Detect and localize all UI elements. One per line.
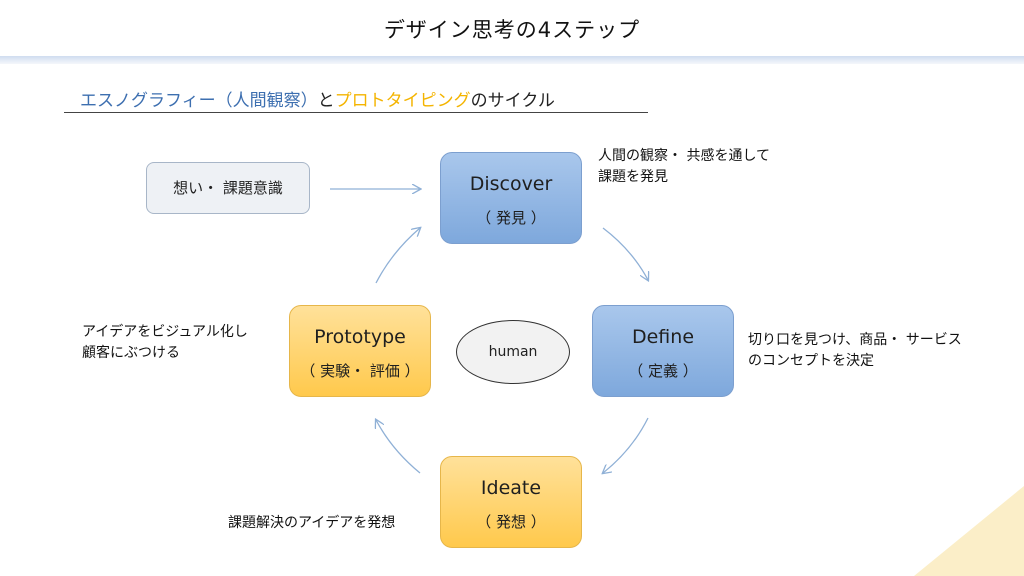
- define-note: 切り口を見つけ、商品・ サービス のコンセプトを決定: [748, 330, 962, 372]
- arrow-prototype-to-discover: [375, 228, 420, 284]
- subtitle-and: と: [317, 91, 335, 111]
- arrow-ideate-to-prototype: [376, 420, 421, 474]
- discover-label-jp: （ 発見 ）: [476, 209, 546, 227]
- discover-note: 人間の観察・ 共感を通して 課題を発見: [598, 146, 770, 188]
- subtitle-underline: [64, 112, 648, 113]
- discover-note-line-2: 課題を発見: [598, 169, 668, 185]
- prototype-step: Prototype （ 実験・ 評価 ）: [289, 305, 431, 397]
- define-step: Define （ 定義 ）: [592, 305, 734, 397]
- arrow-discover-to-define: [602, 227, 648, 280]
- prototype-label: Prototype: [314, 326, 406, 348]
- prototype-note-line-1: アイデアをビジュアル化し: [82, 324, 248, 340]
- ideate-note-line-1: 課題解決のアイデアを発想: [228, 515, 396, 531]
- ideate-step: Ideate （ 発想 ）: [440, 456, 582, 548]
- human-center: human: [456, 320, 570, 384]
- motivation-box: 想い・ 課題意識: [146, 162, 310, 214]
- title-divider: [0, 56, 1024, 64]
- prototype-note: アイデアをビジュアル化し 顧客にぶつける: [82, 322, 248, 364]
- ideate-label: Ideate: [480, 477, 542, 499]
- corner-decoration: [914, 486, 1024, 576]
- discover-note-line-1: 人間の観察・ 共感を通して: [598, 148, 771, 164]
- discover-label: Discover: [469, 173, 553, 195]
- arrow-define-to-ideate: [603, 417, 649, 473]
- ideate-note: 課題解決のアイデアを発想: [228, 513, 395, 534]
- ideate-label-jp: （ 発想 ）: [476, 513, 546, 531]
- subtitle-ethnography: エスノグラフィー（人間観察）: [80, 91, 318, 111]
- define-label-jp: （ 定義 ）: [628, 362, 698, 380]
- discover-step: Discover （ 発見 ）: [440, 152, 582, 244]
- prototype-label-jp: （ 実験・ 評価 ）: [300, 362, 420, 380]
- define-label: Define: [631, 326, 695, 348]
- define-note-line-1: 切り口を見つけ、商品・ サービス: [748, 332, 962, 348]
- subtitle: エスノグラフィー（人間観察）とプロトタイピングのサイクル: [80, 86, 555, 111]
- prototype-note-line-2: 顧客にぶつける: [82, 345, 180, 361]
- subtitle-cycle: のサイクル: [470, 91, 555, 111]
- page-title: デザイン思考の4ステップ: [383, 18, 641, 42]
- define-note-line-2: のコンセプトを決定: [748, 353, 874, 369]
- subtitle-prototyping: プロトタイピング: [334, 91, 471, 111]
